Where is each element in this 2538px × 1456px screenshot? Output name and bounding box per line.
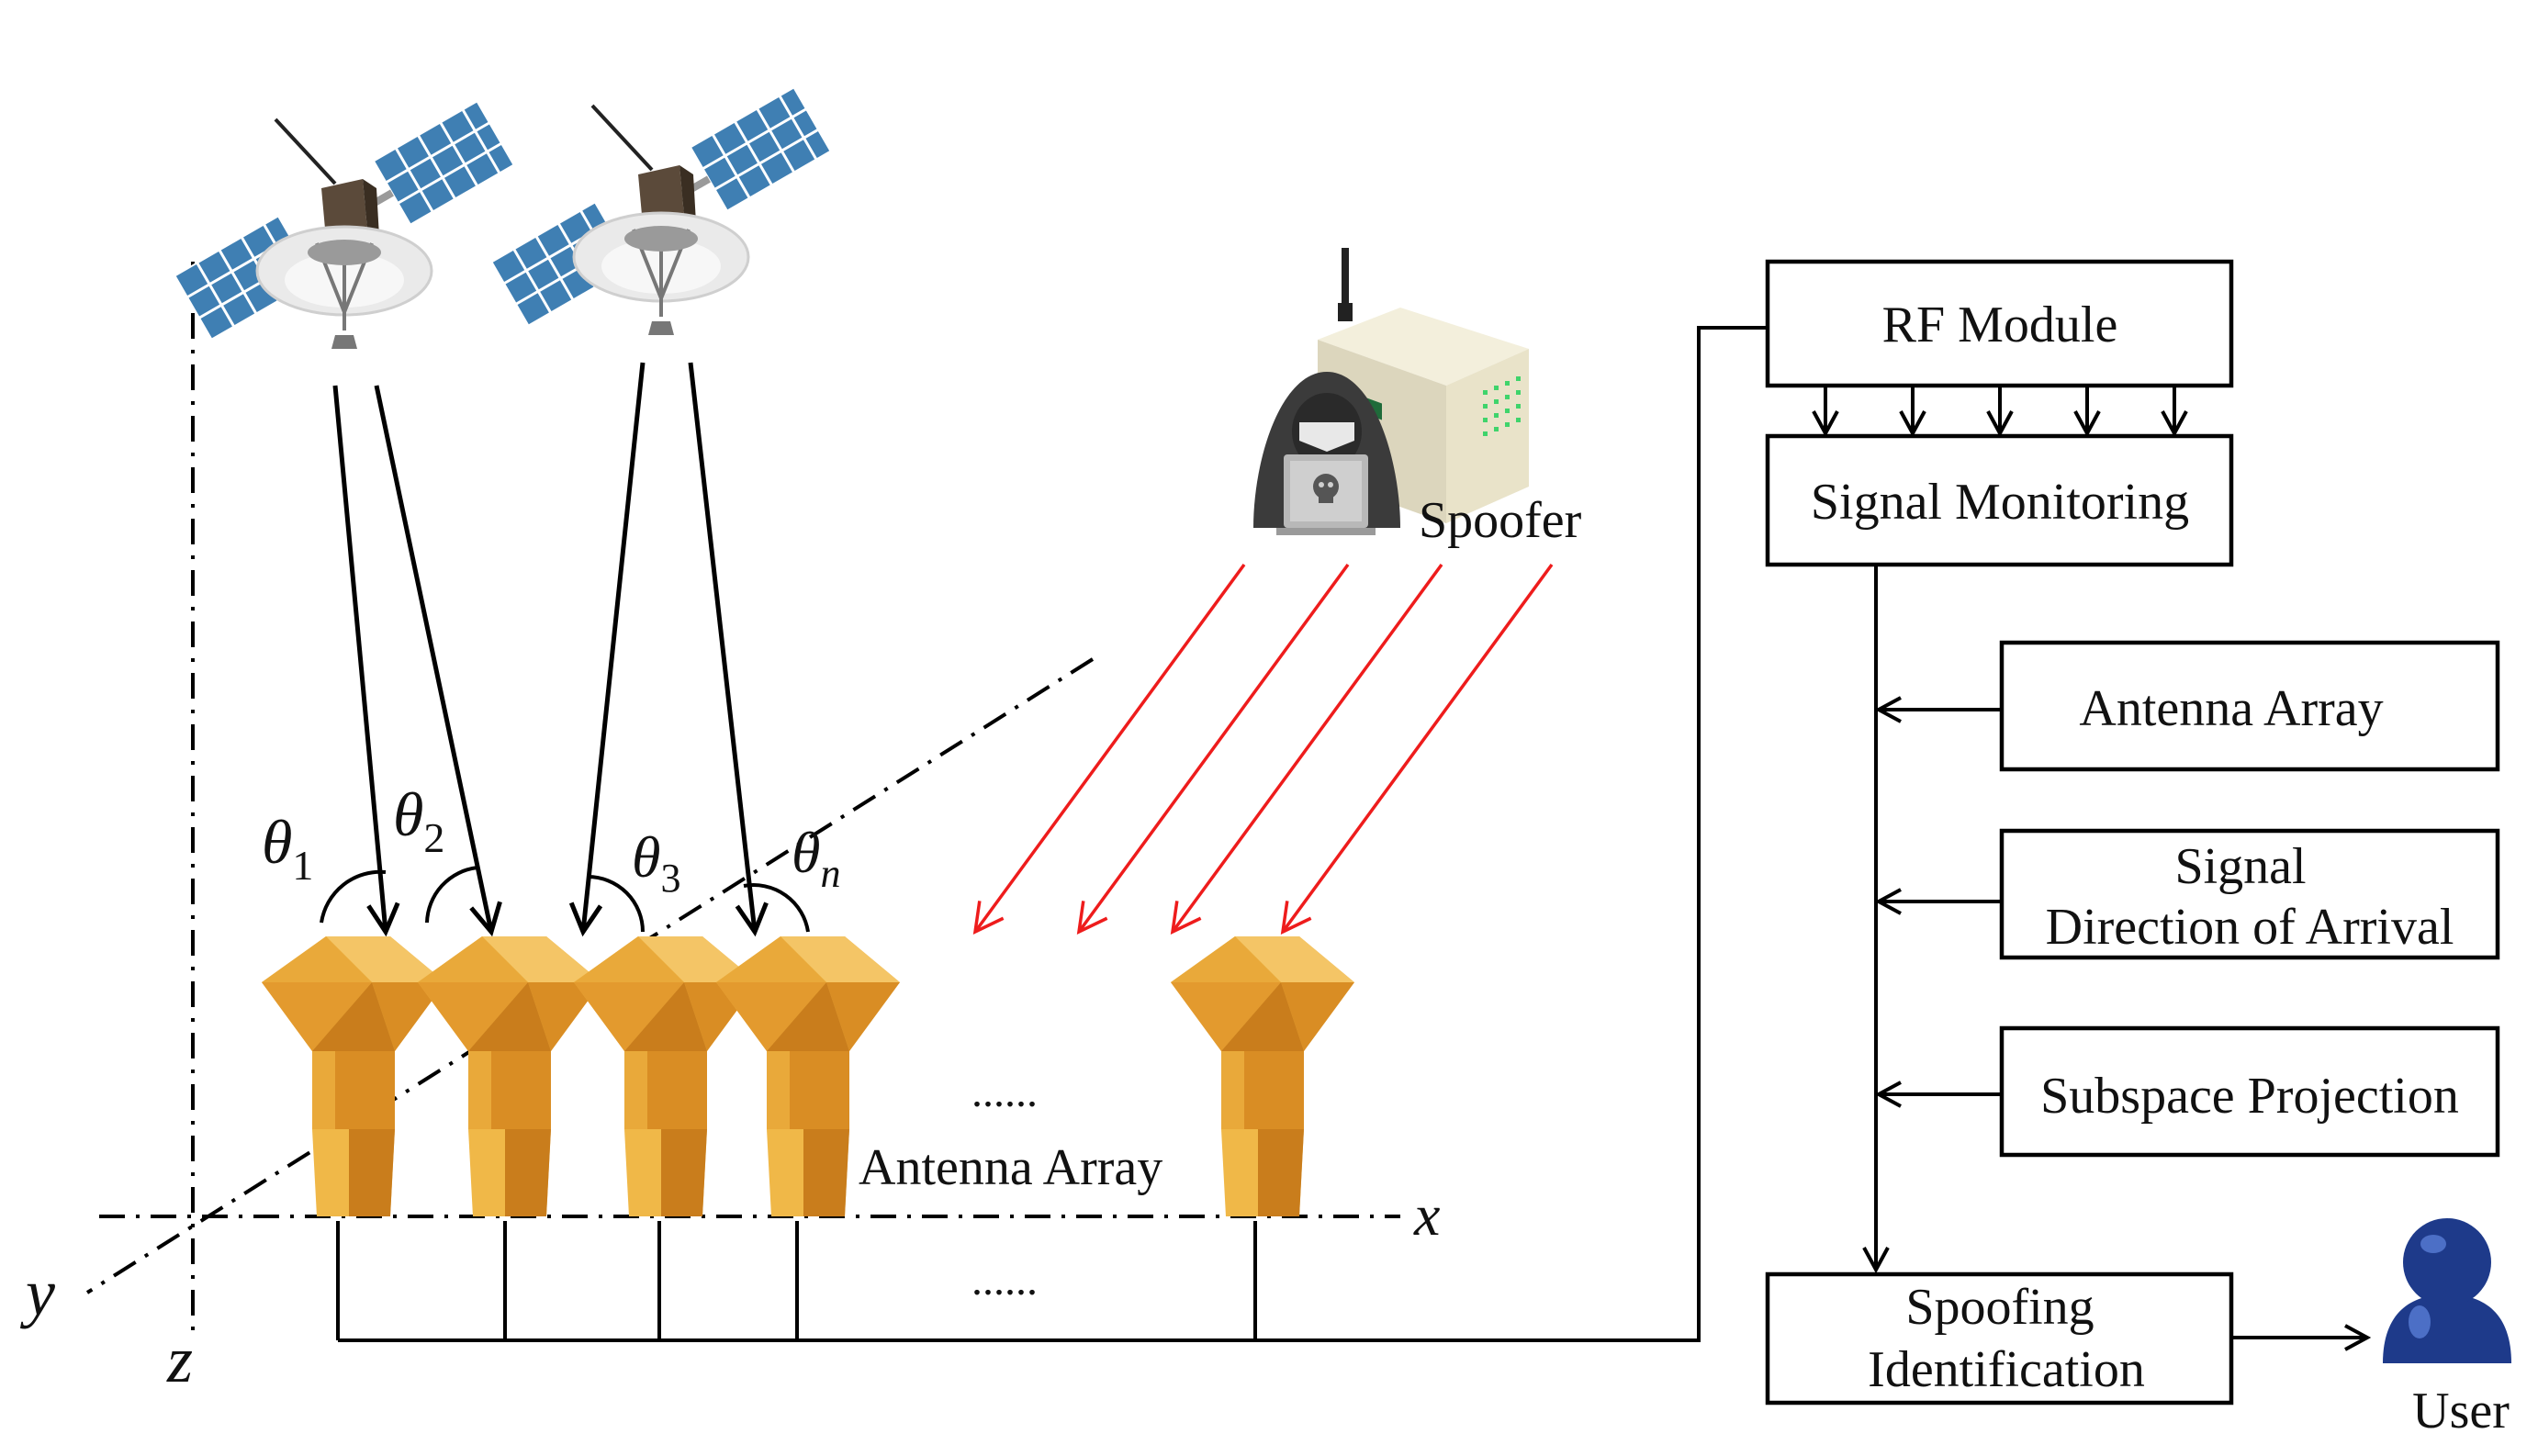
subspace-projection-label: Subspace Projection: [2040, 1068, 2459, 1125]
angle-arc: [743, 883, 810, 933]
rf-module-label: RF Module: [1882, 297, 2118, 353]
angle-label-theta-3: θ3: [632, 824, 680, 901]
y-axis: [85, 657, 1095, 1294]
spoofer-hacker-icon: [1253, 372, 1400, 535]
user-label: User: [2412, 1383, 2510, 1439]
signal-monitoring-label: Signal Monitoring: [1811, 474, 2189, 531]
angle-label-theta-n: θn: [792, 820, 840, 896]
angle-arc: [587, 875, 645, 933]
angle-label-theta-1: θ1: [262, 807, 313, 889]
horn-antenna-icon: [1171, 936, 1354, 1216]
satellite-signal-arrow: [374, 385, 502, 937]
ellipsis-bottom: ......: [971, 1256, 1038, 1305]
angle-arc: [425, 866, 478, 924]
spoofer-label: Spoofer: [1419, 492, 1582, 549]
spoof-signal-arrow: [1280, 563, 1554, 935]
antenna-array-box-label: Antenna Array: [2079, 680, 2383, 737]
satellite-icon: [489, 85, 833, 337]
spoofing-label-line2: Identification: [1868, 1341, 2145, 1398]
doa-box: [1999, 828, 2500, 960]
signal-monitoring-box: [1765, 433, 2234, 567]
spoof-signal-arrow: [1076, 563, 1350, 935]
z-axis-label: z: [166, 1323, 193, 1396]
user-icon: [2383, 1218, 2511, 1363]
satellite-signal-arrow: [332, 385, 400, 937]
spoof-signal-arrow: [972, 563, 1246, 935]
angle-arc: [320, 869, 387, 924]
horn-antenna-icon: [262, 936, 445, 1216]
satellite-signal-arrow: [568, 362, 646, 937]
doa-label-line2: Direction of Arrival: [2046, 899, 2454, 956]
spoof-signal-arrow: [1170, 563, 1443, 935]
spoofing-label-line1: Spoofing: [1905, 1279, 2094, 1336]
horn-antenna-icon: [418, 936, 601, 1216]
angle-label-theta-2: θ2: [393, 779, 444, 861]
satellite-signal-arrow: [688, 362, 769, 937]
subspace-projection-box: [1999, 1025, 2500, 1158]
x-axis-label: x: [1413, 1182, 1440, 1248]
satellite-icon: [173, 99, 516, 351]
y-axis-label: y: [19, 1256, 55, 1329]
doa-label-line1: Signal: [2174, 838, 2306, 895]
antenna-feed-lines: [336, 326, 1768, 1342]
antenna-array-box: [1999, 640, 2500, 772]
rf-to-monitoring-arrows: [1812, 386, 2188, 438]
ellipsis-top: ......: [971, 1068, 1038, 1116]
antenna-array-caption: Antenna Array: [859, 1139, 1162, 1196]
